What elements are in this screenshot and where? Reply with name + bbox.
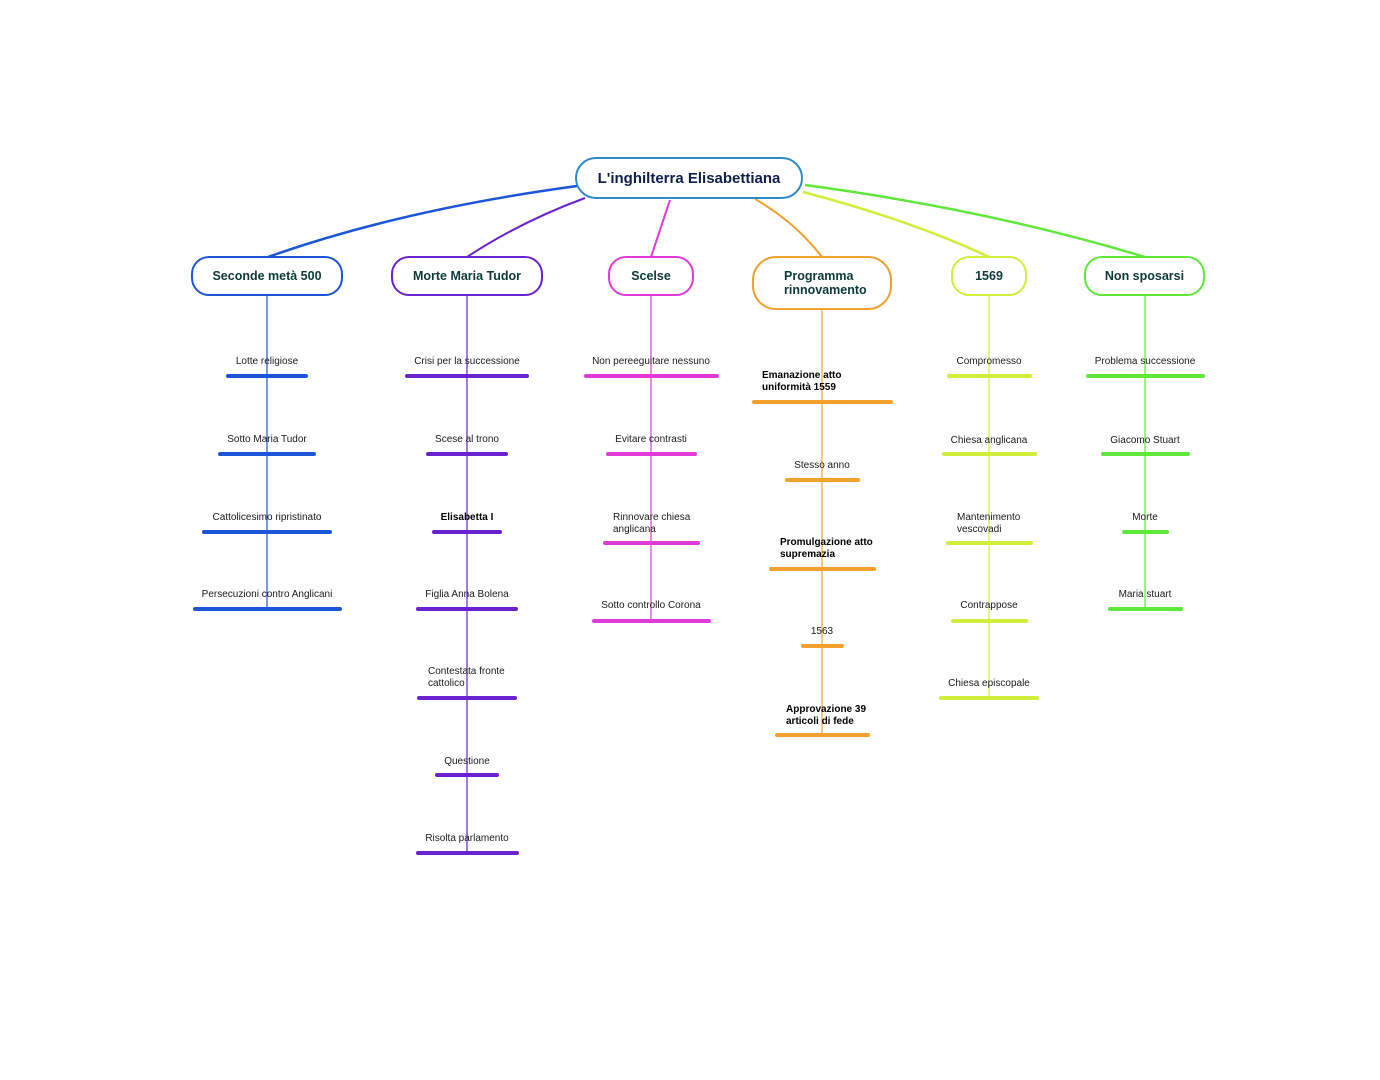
leaf-underline (416, 851, 519, 855)
connector-root-nonsposarsi (804, 183, 1146, 259)
leaf-label: Risolta parlamento (425, 833, 509, 844)
leaf-underline (942, 452, 1037, 456)
leaf-label: Questione (444, 756, 490, 767)
branch-node-morte-maria-tudor[interactable]: Morte Maria Tudor (391, 256, 543, 296)
leaf-label: Giacomo Stuart (1110, 435, 1180, 446)
leaf-underline (939, 696, 1039, 700)
leaf-underline (951, 619, 1028, 623)
branch-node-non-sposarsi[interactable]: Non sposarsi (1084, 256, 1205, 296)
leaf-underline (769, 567, 876, 571)
leaf-underline (946, 541, 1033, 545)
leaf-label: Chiesa anglicana (950, 435, 1028, 446)
leaf-underline (1086, 374, 1205, 378)
leaf-label: Morte (1132, 512, 1158, 523)
leaf-label: Sotto controllo Corona (601, 600, 701, 611)
leaf-label: Contestata fronte cattolico (428, 666, 505, 689)
leaf-label: Scese al trono (435, 434, 499, 445)
branch-node-seconde-meta-500[interactable]: Seconde metà 500 (191, 256, 343, 296)
branch-label: 1569 (975, 268, 1003, 283)
connector-root-morte (466, 197, 586, 258)
branch-label: Programma rinnovamento (784, 268, 867, 297)
leaf-label: 1563 (810, 626, 834, 637)
branch-label: Non sposarsi (1104, 268, 1185, 283)
leaf-label: Cattolicesimo ripristinato (212, 512, 322, 523)
connector-root-scelse (650, 199, 671, 258)
connector-root-programma (754, 198, 823, 258)
leaf-label: Mantenimento vescovadi (957, 512, 1021, 535)
leaf-label: Chiesa episcopale (948, 678, 1030, 689)
leaf-underline (947, 374, 1032, 378)
leaf-underline (603, 541, 700, 545)
leaf-label: Emanazione atto uniformità 1559 (762, 370, 842, 393)
leaf-label: Stesso anno (794, 460, 850, 471)
branch-node-programma-rinnovamento[interactable]: Programma rinnovamento (752, 256, 892, 310)
leaf-label: Non pereeguitare nessuno (592, 356, 710, 367)
leaf-label: Problema successione (1094, 356, 1196, 367)
leaf-label: Elisabetta I (440, 512, 494, 523)
connector-root-seconde (267, 184, 578, 259)
leaf-underline (752, 400, 893, 404)
branch-node-1569[interactable]: 1569 (951, 256, 1027, 296)
leaf-underline (193, 607, 342, 611)
leaf-underline (801, 644, 844, 648)
leaf-underline (1101, 452, 1190, 456)
root-node[interactable]: L'inghilterra Elisabettiana (575, 157, 803, 199)
leaf-label: Contrappose (960, 600, 1018, 611)
leaf-label: Lotte religiose (235, 356, 299, 367)
leaf-underline (416, 607, 518, 611)
connector-root-1569 (802, 190, 990, 259)
leaf-underline (785, 478, 860, 482)
leaf-underline (405, 374, 529, 378)
branch-label: Seconde metà 500 (212, 268, 322, 283)
branch-label: Scelse (631, 268, 671, 283)
leaf-label: Compromesso (956, 356, 1022, 367)
leaf-label: Crisi per la successione (414, 356, 520, 367)
leaf-label: Maria stuart (1118, 589, 1172, 600)
leaf-underline (606, 452, 697, 456)
leaf-underline (218, 452, 316, 456)
leaf-underline (584, 374, 719, 378)
branch-node-scelse[interactable]: Scelse (608, 256, 694, 296)
leaf-underline (426, 452, 508, 456)
leaf-underline (1108, 607, 1183, 611)
root-label: L'inghilterra Elisabettiana (597, 169, 781, 187)
leaf-label: Persecuzioni contro Anglicani (201, 589, 333, 600)
leaf-underline (1122, 530, 1169, 534)
branch-label: Morte Maria Tudor (412, 268, 522, 283)
leaf-underline (775, 733, 870, 737)
leaf-label: Approvazione 39 articoli di fede (786, 704, 867, 727)
leaf-label: Evitare contrasti (615, 434, 687, 445)
leaf-label: Sotto Maria Tudor (227, 434, 307, 445)
leaf-underline (435, 773, 499, 777)
leaf-label: Promulgazione atto supremazia (780, 537, 873, 560)
leaf-underline (432, 530, 502, 534)
leaf-underline (202, 530, 332, 534)
leaf-label: Figlia Anna Bolena (425, 589, 509, 600)
leaf-underline (592, 619, 711, 623)
leaf-label: Rinnovare chiesa anglicana (613, 512, 691, 535)
leaf-underline (417, 696, 517, 700)
leaf-underline (226, 374, 308, 378)
